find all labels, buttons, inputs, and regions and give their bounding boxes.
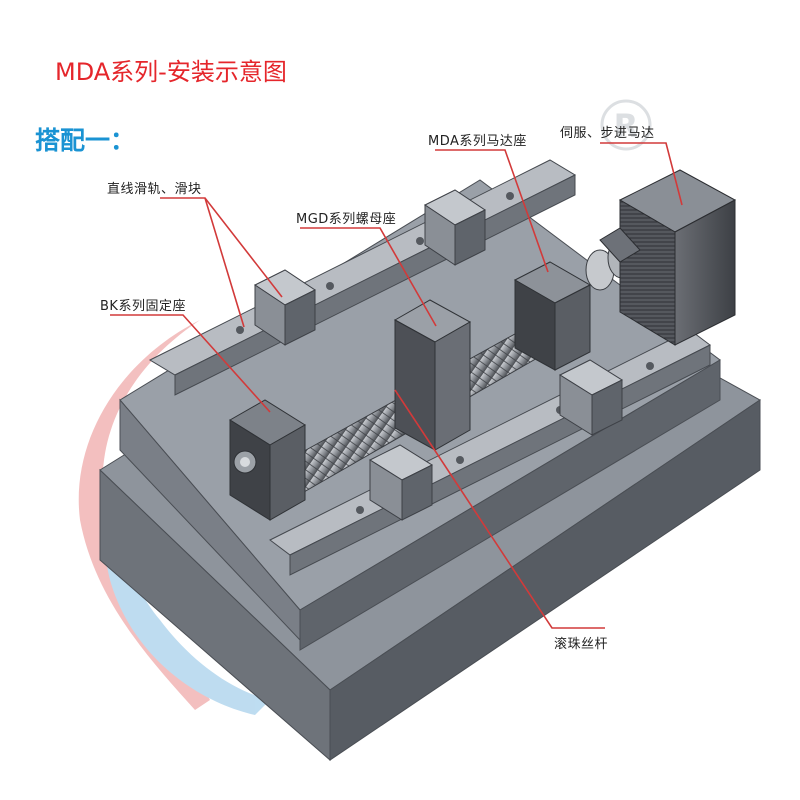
slider-block-rear-left — [254, 269, 316, 346]
leader-servo-motor — [600, 142, 683, 206]
label-bk-fixed-seat: BK系列固定座 — [100, 299, 186, 314]
watermark-registered-circle — [600, 99, 652, 151]
label-servo-motor: 伺服、步进马达 — [560, 126, 655, 141]
leader-guide-rail-2 — [204, 197, 245, 328]
label-mda-motor-seat: MDA系列马达座 — [428, 134, 527, 149]
leader-mda-motor-seat — [435, 149, 549, 273]
rail-slider-blocks — [254, 189, 624, 521]
slider-block-rear-right — [424, 189, 486, 266]
watermark-logo: R — [78, 99, 652, 715]
bk-fixed-seat — [229, 399, 306, 521]
mgd-nut-seat — [393, 299, 472, 451]
watermark-red-swirl — [78, 320, 210, 710]
watermark-registered-letter: R — [614, 107, 639, 145]
slider-block-front-left — [368, 444, 434, 521]
page-title: MDA系列-安装示意图 — [55, 58, 287, 86]
leader-lines — [110, 142, 683, 629]
label-ball-screw: 滚珠丝杆 — [554, 637, 609, 652]
servo-stepper-motor — [599, 169, 737, 346]
label-mgd-nut-seat: MGD系列螺母座 — [296, 212, 397, 227]
base-block-right — [299, 359, 721, 651]
mda-motor-seat — [513, 237, 637, 371]
slider-block-front-right — [558, 359, 624, 436]
base-plate-right — [329, 399, 761, 761]
leader-bk-fixed-seat — [110, 314, 271, 413]
leader-ball-screw — [394, 389, 605, 629]
leader-mgd-nut-seat — [300, 227, 437, 327]
watermark-blue-swirl — [104, 420, 270, 715]
configuration-heading: 搭配一： — [35, 126, 136, 155]
label-guide-rail: 直线滑轨、滑块 — [107, 182, 202, 197]
